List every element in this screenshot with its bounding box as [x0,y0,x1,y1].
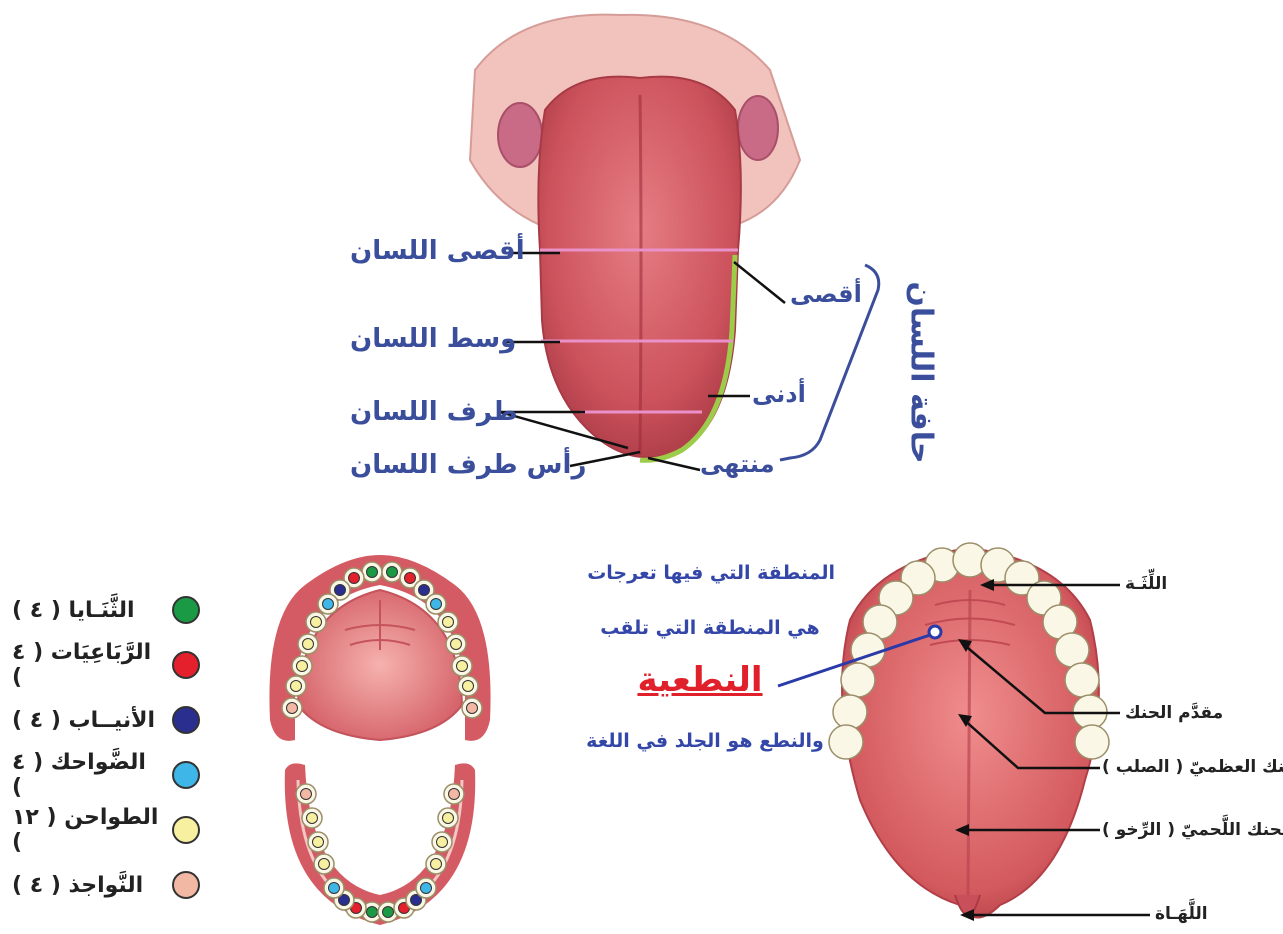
legend-label: الأنيــاب ( ٤ ) [12,708,162,733]
legend-color-dot [172,871,200,899]
tooth-type-dot [451,639,462,650]
tooth-type-dot [457,661,468,672]
tooth [1055,633,1089,667]
tooth [829,725,863,759]
label-tongue-tip: طرف اللسان [350,397,518,427]
tooth-type-dot [311,617,322,628]
note-line-1: المنطقة التي فيها تعرجات [595,562,835,584]
note-keyword: النطعية [630,660,770,700]
tooth-type-dot [301,789,312,800]
label-edge-back: أقصى [790,280,862,308]
label-tongue-back: أقصى اللسان [350,236,525,266]
note-line-2: هي المنطقة التي تلقب [600,617,820,639]
tooth [841,663,875,697]
tooth-type-dot [443,813,454,824]
tooth-type-dot [287,703,298,714]
label-edge-front: أدنى [752,380,806,408]
tooth [1075,725,1109,759]
tooth-type-dot [319,859,330,870]
legend-row: الثَّنَـايا ( ٤ ) [12,590,200,630]
tooth-type-dot [297,661,308,672]
tooth-type-dot [467,703,478,714]
tooth [1065,663,1099,697]
left-tonsil [498,103,542,167]
legend-row: الضَّواحك ( ٤ ) [12,755,200,795]
label-hard-palate: الحنك العظميّ ( الصلب ) [1102,757,1283,777]
tooth [833,695,867,729]
legend-row: الطواحن ( ١٢ ) [12,810,200,850]
legend-row: الأنيــاب ( ٤ ) [12,700,200,740]
tooth-type-dot [431,859,442,870]
legend-color-dot [172,816,200,844]
legend-row: الرَّبَاعِيَات ( ٤ ) [12,645,200,685]
legend-label: الطواحن ( ١٢ ) [12,805,162,855]
tooth-type-dot [463,681,474,692]
tooth-type-dot [323,599,334,610]
tooth-type-dot [405,573,416,584]
tooth-type-dot [431,599,442,610]
tooth-type-dot [349,573,360,584]
label-tongue-edge-title: حافة اللسان [904,281,939,463]
tooth-type-dot [329,883,340,894]
legend-color-dot [172,761,200,789]
legend-label: النَّواجذ ( ٤ ) [12,873,162,898]
legend-color-dot [172,651,200,679]
rugae-marker [929,626,941,638]
legend-color-dot [172,596,200,624]
tooth-type-dot [443,617,454,628]
tooth-type-dot [367,567,378,578]
tooth-type-dot [387,567,398,578]
label-uvula: اللَّهَـاة [1155,904,1208,924]
tooth-type-dot [449,789,460,800]
tooth [851,633,885,667]
tooth-type-dot [303,639,314,650]
tooth-type-dot [335,585,346,596]
label-gums: اللِّثَـة [1125,574,1167,594]
tooth-type-dot [291,681,302,692]
legend-label: الثَّنَـايا ( ٤ ) [12,598,162,623]
label-anterior-palate: مقدَّم الحنك [1125,703,1223,723]
note-line-3: والنطع هو الجلد في اللغة [580,730,830,752]
label-soft-palate: الحنك اللَّحميّ ( الرِّخو ) [1102,820,1283,840]
tooth-type-dot [421,883,432,894]
right-tonsil [738,96,778,160]
tooth-type-dot [307,813,318,824]
label-tongue-middle: وسط اللسان [350,324,516,354]
legend-label: الرَّبَاعِيَات ( ٤ ) [12,640,162,690]
label-edge-end: منتهى [700,450,775,478]
label-tongue-apex: رأس طرف اللسان [350,450,586,480]
tooth-type-dot [313,837,324,848]
legend-color-dot [172,706,200,734]
tooth-type-dot [367,907,378,918]
legend-label: الضَّواحك ( ٤ ) [12,750,162,800]
tooth-type-dot [419,585,430,596]
tooth-type-dot [383,907,394,918]
tooth-type-dot [437,837,448,848]
legend-row: النَّواجذ ( ٤ ) [12,865,200,905]
